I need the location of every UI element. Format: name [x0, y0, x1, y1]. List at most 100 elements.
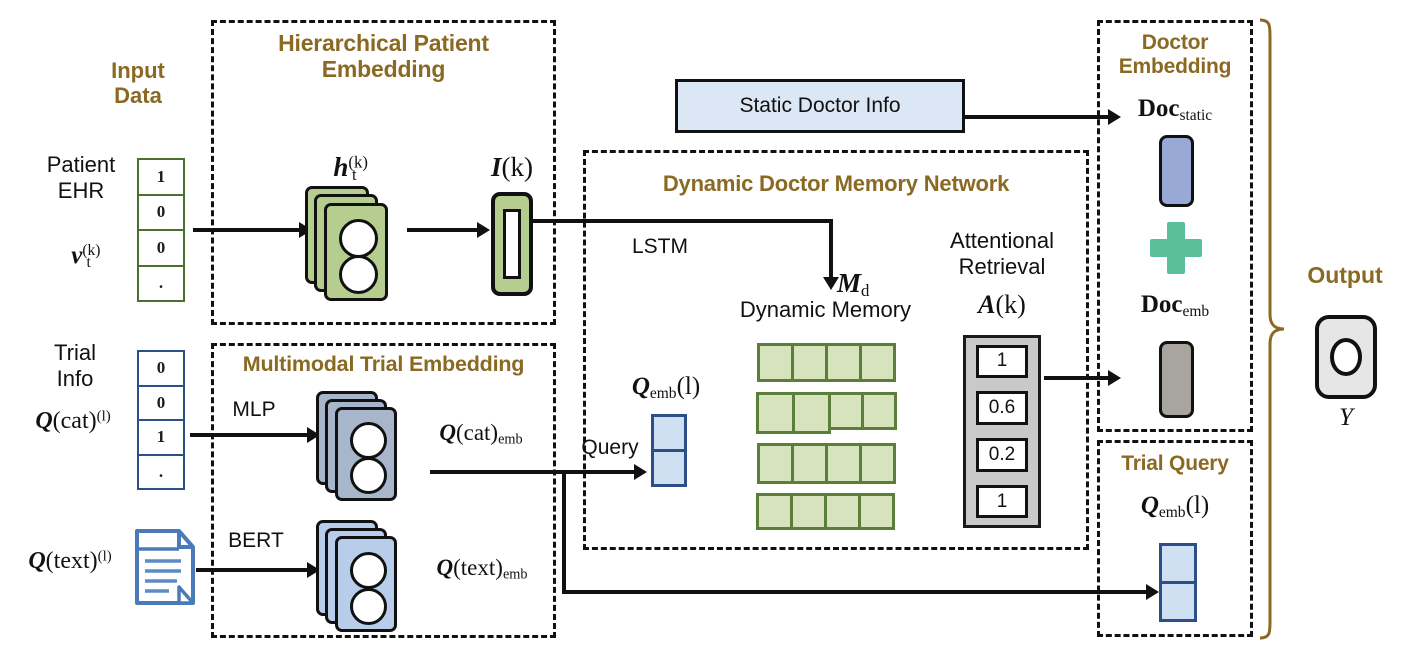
memory-row — [757, 443, 896, 484]
doc-emb-bar — [1159, 341, 1194, 418]
query-cell — [1162, 584, 1194, 619]
trial-text-symbol: Q(text)(l) — [28, 548, 112, 574]
document-icon — [133, 527, 197, 607]
plus-operator-icon — [1150, 222, 1202, 274]
mlp-label: MLP — [232, 398, 276, 421]
attention-cell: 0.6 — [976, 391, 1028, 425]
multimodal-trial-embedding-box — [211, 343, 556, 638]
dynamic-doctor-memory-network-box — [583, 150, 1089, 550]
arrow-head — [823, 277, 839, 290]
arrow-head — [1108, 370, 1121, 386]
memory-cell — [756, 392, 795, 434]
bert-label: BERT — [228, 529, 284, 552]
memory-cell — [859, 443, 896, 484]
attention-cell: 0.2 — [976, 438, 1028, 472]
trial-info-label: Trial Info — [54, 340, 96, 391]
trial-cat-embedding-label: Q(cat)emb — [439, 420, 523, 448]
vector-cell: 1 — [139, 160, 183, 196]
query-embedding-box — [651, 414, 687, 487]
vector-cell: 0 — [139, 386, 183, 421]
trial-cat-symbol: Q(cat)(l) — [35, 408, 111, 434]
arrow-trialcat-to-mlp — [190, 433, 310, 437]
patient-ehr-symbol: v(k)t — [71, 242, 101, 271]
memory-cell — [791, 343, 828, 382]
query-label: Query — [581, 436, 639, 459]
memory-cell — [858, 493, 895, 530]
attention-column: 1 0.6 0.2 1 — [963, 335, 1041, 528]
arrow-hidden-to-embedding — [407, 228, 479, 232]
output-node — [1315, 315, 1377, 399]
vector-cell: . — [139, 455, 183, 488]
trial-query-box-vector — [1159, 543, 1197, 622]
memory-cell — [828, 392, 864, 430]
multimodal-trial-embedding-title: Multimodal Trial Embedding — [242, 352, 525, 376]
trial-cat-embedding-stack — [316, 391, 426, 503]
memory-cell — [790, 493, 827, 530]
patient-ehr-label: Patient EHR — [46, 152, 116, 203]
arrow-head — [634, 464, 647, 480]
memory-cell — [825, 343, 862, 382]
attention-cell: 1 — [976, 344, 1028, 379]
memory-cell — [757, 443, 794, 484]
doc-static-bar — [1159, 135, 1194, 207]
lstm-label: LSTM — [631, 235, 688, 258]
trial-query-title: Trial Query — [1121, 452, 1229, 475]
lstm-path-vertical — [829, 219, 833, 279]
output-brace — [1258, 18, 1290, 640]
vector-cell: 0 — [139, 195, 183, 231]
patient-embedding-capsule — [491, 192, 533, 296]
attention-symbol: A(k) — [978, 290, 1026, 319]
vector-cell: 1 — [139, 421, 183, 456]
patient-embedding-symbol: I(k) — [491, 152, 533, 182]
vector-cell: 0 — [139, 352, 183, 387]
arrow-attention-to-doc-emb — [1044, 376, 1112, 380]
vector-cell: 0 — [139, 231, 183, 267]
memory-cell — [756, 493, 793, 530]
patient-ehr-vector: 1 0 0 . — [137, 158, 185, 302]
attentional-retrieval-title: Attentional Retrieval — [950, 228, 1054, 279]
arrow-trialtext-to-bert — [196, 568, 310, 572]
memory-cell — [791, 443, 828, 484]
input-data-label: Input Data — [111, 58, 165, 109]
cat-embedding-to-query-line — [430, 470, 638, 474]
memory-cell — [861, 392, 897, 430]
memory-cell — [825, 443, 862, 484]
trial-query-box — [1097, 440, 1253, 637]
trial-text-embedding-label: Q(text)emb — [436, 555, 528, 583]
output-symbol: Y — [1339, 404, 1353, 431]
memory-symbol: Md — [837, 268, 870, 301]
memory-row — [756, 493, 895, 530]
memory-row — [757, 343, 896, 382]
memory-cell — [792, 392, 831, 434]
doctor-embedding-title: Doctor Embedding — [1118, 31, 1232, 78]
query-cell — [654, 452, 684, 484]
doc-static-label: Docstatic — [1137, 95, 1213, 124]
attention-cell: 1 — [976, 484, 1028, 519]
query-cell — [1162, 546, 1194, 584]
trial-cat-vector: 0 0 1 . — [137, 350, 185, 490]
dynamic-memory-caption: Dynamic Memory — [739, 297, 912, 322]
output-ring-icon — [1329, 337, 1363, 377]
dynamic-doctor-memory-network-title: Dynamic Doctor Memory Network — [662, 171, 1010, 196]
arrow-static-doctor-to-doc-static — [965, 115, 1111, 119]
hidden-state-symbol: h(k)t — [333, 152, 368, 185]
query-embedding-symbol: Qemb(l) — [631, 373, 701, 402]
doctor-embedding-box — [1097, 20, 1253, 432]
memory-cell — [757, 343, 794, 382]
vector-cell: . — [139, 266, 183, 300]
trial-query-bus-horizontal — [562, 590, 1150, 594]
memory-cell — [824, 493, 861, 530]
output-title: Output — [1307, 262, 1383, 288]
arrow-head — [477, 222, 490, 238]
lstm-path-horizontal — [533, 219, 833, 223]
trial-embedding-bus-vertical — [562, 470, 566, 594]
doc-emb-label: Docemb — [1140, 291, 1210, 320]
trial-text-embedding-stack — [316, 520, 426, 635]
hierarchical-patient-embedding-box — [211, 20, 556, 325]
hierarchical-patient-embedding-title: Hierarchical Patient Embedding — [278, 30, 489, 82]
query-cell — [654, 417, 684, 452]
memory-row — [756, 392, 897, 434]
memory-cell — [859, 343, 896, 382]
arrow-head — [1108, 109, 1121, 125]
